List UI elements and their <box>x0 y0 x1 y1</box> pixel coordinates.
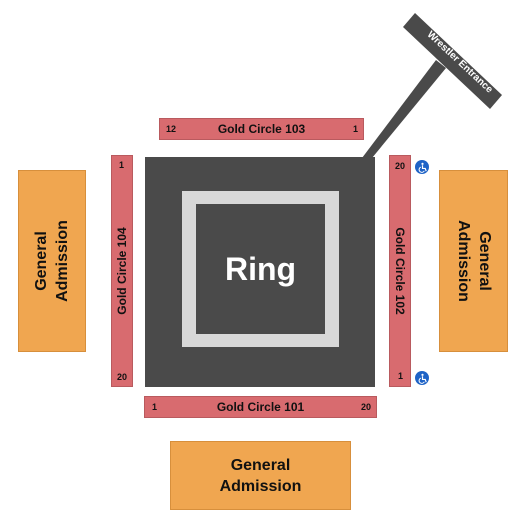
seat-number-end: 1 <box>352 124 358 134</box>
section-gold-circle-102[interactable]: Gold Circle 102 20 1 <box>389 155 411 387</box>
section-label: Gold Circle 101 <box>216 400 305 414</box>
wrestler-entrance-label-box: Wrestler Entrance <box>411 16 508 108</box>
section-general-admission-right[interactable]: General Admission <box>439 170 508 352</box>
seat-number-start: 1 <box>119 160 125 170</box>
section-label: General Admission <box>219 456 302 495</box>
section-label: Gold Circle 102 <box>393 227 407 315</box>
section-gold-circle-103[interactable]: Gold Circle 103 12 1 <box>159 118 364 140</box>
wheelchair-icon <box>415 160 429 174</box>
wheelchair-icon <box>415 371 429 385</box>
section-label: Gold Circle 104 <box>115 227 129 315</box>
seat-number-end: 1 <box>398 371 404 381</box>
seat-number-start: 12 <box>166 124 177 134</box>
section-label: Gold Circle 103 <box>217 122 306 136</box>
ring-label: Ring <box>224 250 297 287</box>
ring[interactable]: Ring <box>196 204 325 334</box>
seat-number-end: 20 <box>117 372 128 382</box>
section-general-admission-left[interactable]: General Admission <box>18 170 86 352</box>
entrance-ramp <box>362 60 446 158</box>
section-label: General Admission <box>454 220 493 302</box>
section-gold-circle-104[interactable]: Gold Circle 104 1 20 <box>111 155 133 387</box>
section-gold-circle-101[interactable]: Gold Circle 101 1 20 <box>144 396 377 418</box>
seat-number-start: 20 <box>395 161 406 171</box>
section-label: General Admission <box>33 220 71 302</box>
section-general-admission-bottom[interactable]: General Admission <box>170 441 351 510</box>
seat-number-start: 1 <box>152 402 158 412</box>
wrestler-entrance-label: Wrestler Entrance <box>425 28 495 96</box>
seat-number-end: 20 <box>360 402 371 412</box>
